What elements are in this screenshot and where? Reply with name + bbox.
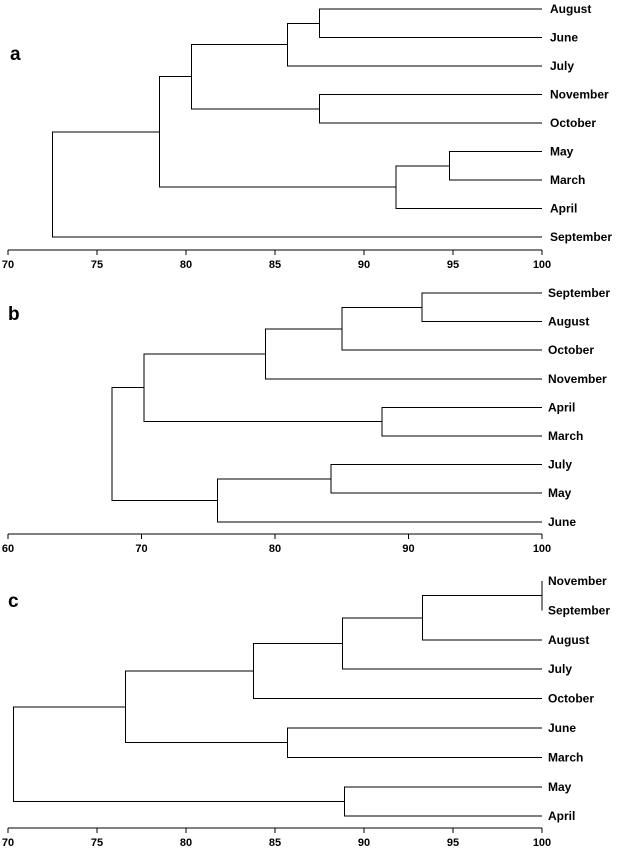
- axis-tick-label: 80: [269, 543, 281, 555]
- leaf-label: August: [550, 2, 591, 16]
- leaf-label: October: [550, 116, 596, 130]
- axis-tick-label: 75: [91, 259, 103, 271]
- leaf-label: September: [550, 230, 612, 244]
- leaf-label: October: [548, 343, 594, 357]
- axis-tick-label: 70: [2, 837, 14, 849]
- cluster-link: [111, 387, 218, 501]
- cluster-link: [265, 328, 542, 380]
- leaf-label: August: [548, 315, 589, 329]
- cluster-link: [342, 617, 542, 670]
- cluster-link: [381, 406, 542, 437]
- leaf-label: July: [548, 458, 572, 472]
- axis-tick-label: 90: [358, 837, 370, 849]
- dendrogram-panel-a: a 70 75 80 85 90 95 100 AugustJuneJulyNovemberO…: [2, 2, 612, 271]
- dendrogram-panel-b: b 60 70 80 90 100 SeptemberAugustOctoberNovem…: [2, 286, 610, 555]
- leaf-label: April: [548, 400, 575, 414]
- axis-tick-label: 100: [533, 259, 551, 271]
- leaf-label: November: [550, 88, 609, 102]
- axis-tick-label: 60: [2, 543, 14, 555]
- cluster-link: [421, 292, 542, 323]
- cluster-link: [330, 464, 542, 494]
- leaf-label: September: [548, 603, 610, 617]
- cluster-link: [217, 478, 542, 523]
- leaf-label: April: [548, 809, 575, 823]
- axis-tick-label: 95: [447, 259, 459, 271]
- leaf-label: March: [548, 429, 583, 443]
- leaf-label: October: [548, 692, 594, 706]
- leaf-label: November: [548, 574, 607, 588]
- axis-tick-label: 70: [2, 259, 14, 271]
- axis-tick-label: 90: [358, 259, 370, 271]
- axis-tick-label: 95: [447, 837, 459, 849]
- axis-tick-label: 90: [402, 543, 414, 555]
- axis-tick-label: 100: [533, 543, 551, 555]
- panel-letter-a: a: [10, 44, 21, 65]
- cluster-link: [286, 727, 542, 758]
- axis-tick-label: 75: [91, 837, 103, 849]
- cluster-link: [395, 165, 542, 209]
- cluster-link: [253, 642, 542, 700]
- cluster-link: [319, 94, 542, 124]
- leaf-label: July: [548, 662, 572, 676]
- leaf-label: June: [548, 721, 576, 735]
- axis-tick-label: 85: [269, 837, 281, 849]
- leaf-label: July: [550, 59, 574, 73]
- leaf-label: June: [548, 515, 576, 529]
- panel-letter-b: b: [8, 304, 20, 325]
- cluster-link: [422, 595, 542, 641]
- leaf-label: March: [548, 750, 583, 764]
- leaf-label: November: [548, 372, 607, 386]
- cluster-link: [52, 131, 542, 238]
- cluster-link: [448, 151, 542, 181]
- leaf-label: September: [548, 286, 610, 300]
- leaf-label: June: [550, 31, 578, 45]
- cluster-link: [143, 353, 382, 423]
- leaf-label: May: [548, 486, 572, 500]
- axis-tick-label: 80: [180, 259, 192, 271]
- axis-tick-label: 85: [269, 259, 281, 271]
- cluster-link: [343, 786, 542, 817]
- dendrogram-panel-c: c 70 75 80 85 90 95 100 NovemberSeptemberAugust…: [2, 574, 610, 849]
- leaf-label: May: [550, 145, 574, 159]
- cluster-link: [12, 706, 345, 802]
- leaf-label: March: [550, 173, 585, 187]
- leaf-label: August: [548, 633, 589, 647]
- cluster-link: [158, 76, 397, 188]
- axis-tick-label: 100: [533, 837, 551, 849]
- cluster-link: [190, 44, 320, 110]
- leaf-label: April: [550, 202, 577, 216]
- leaf-label: May: [548, 780, 572, 794]
- axis-tick-label: 80: [180, 837, 192, 849]
- cluster-link: [319, 8, 542, 38]
- cluster-link: [124, 670, 288, 744]
- cluster-link: [286, 22, 542, 67]
- axis-tick-label: 70: [135, 543, 147, 555]
- panel-letter-c: c: [8, 591, 19, 612]
- cluster-link: [341, 306, 542, 351]
